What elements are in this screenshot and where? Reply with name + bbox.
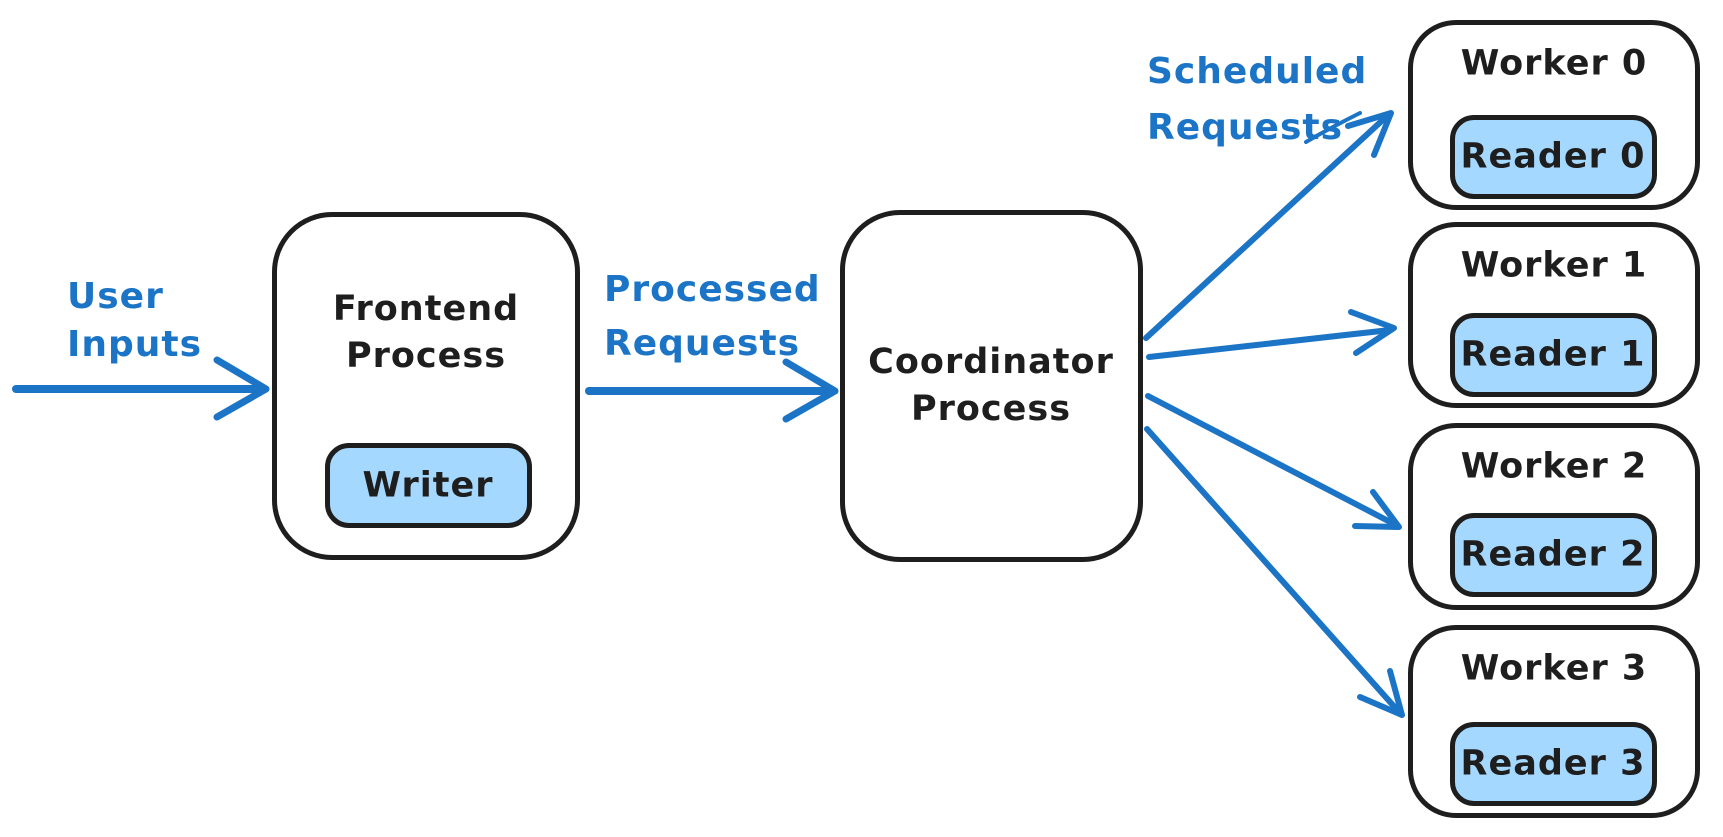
scheduled-requests-label: Scheduled Requests [1147, 44, 1367, 156]
reader-0-chip [1450, 115, 1657, 199]
scheduled-arrow-worker-2 [1145, 393, 1402, 530]
worker-2-title: Worker 2 [1460, 446, 1648, 487]
reader-1-chip [1450, 313, 1657, 397]
coordinator-process-title-line1: Coordinator [868, 342, 1114, 382]
reader-2-chip [1450, 513, 1657, 597]
worker-1-title: Worker 1 [1460, 245, 1648, 286]
reader-2-label: Reader 2 [1460, 534, 1646, 575]
reader-3-label: Reader 3 [1460, 743, 1646, 784]
reader-1-label: Reader 1 [1460, 334, 1646, 375]
scheduled-arrow-worker-1 [1146, 309, 1397, 360]
processed-requests-line1: Processed [604, 269, 821, 310]
worker-0-title: Worker 0 [1460, 43, 1648, 84]
processed-requests-line2: Requests [604, 323, 801, 364]
writer-chip [325, 443, 532, 528]
scheduled-requests-line1: Scheduled [1147, 51, 1368, 92]
user-inputs-line2: Inputs [67, 324, 203, 365]
coordinator-process-node [840, 210, 1143, 562]
coordinator-process-title-line2: Process [910, 389, 1072, 429]
coordinator-process-title: Coordinator Process [868, 339, 1114, 433]
scheduled-requests-line2: Requests [1147, 107, 1344, 148]
user-inputs-label: User Inputs [67, 273, 202, 369]
frontend-process-title: Frontend Process [333, 286, 519, 380]
processed-requests-label: Processed Requests [604, 263, 821, 371]
worker-3-title: Worker 3 [1460, 648, 1648, 689]
user-inputs-line1: User [67, 276, 164, 317]
reader-3-chip [1450, 722, 1657, 806]
frontend-process-title-line1: Frontend [332, 289, 520, 329]
frontend-process-title-line2: Process [345, 336, 507, 376]
writer-label: Writer [362, 465, 494, 506]
reader-0-label: Reader 0 [1460, 136, 1646, 177]
scheduled-arrow-worker-3 [1144, 426, 1405, 718]
